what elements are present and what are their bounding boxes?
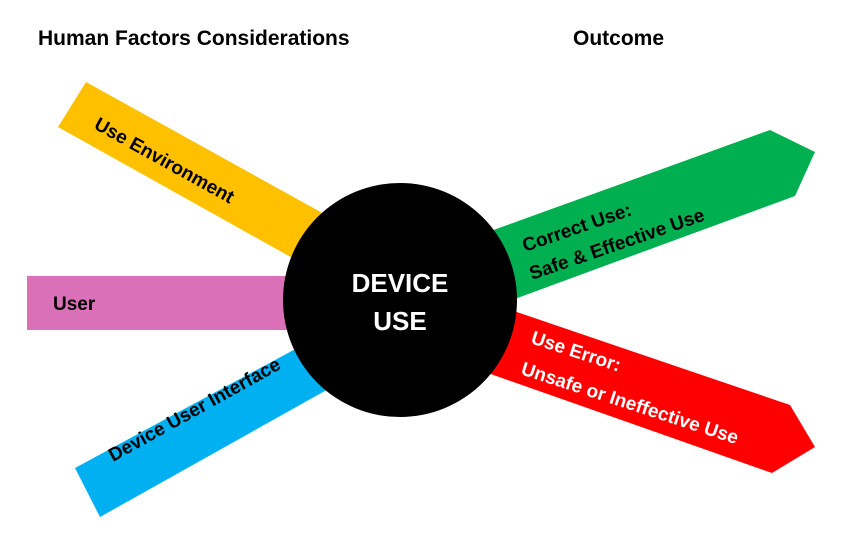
use-environment-band xyxy=(58,82,335,265)
use-error-arrow xyxy=(485,308,815,473)
device-user-interface-band xyxy=(75,333,348,517)
user-band xyxy=(27,276,307,330)
user-label: User xyxy=(53,294,96,315)
device-use-circle xyxy=(283,183,517,417)
correct-use-arrow xyxy=(488,130,815,300)
device-use-line2: USE xyxy=(373,306,426,336)
header-outcome: Outcome xyxy=(573,27,664,50)
device-use-line1: DEVICE xyxy=(352,268,449,298)
header-human-factors: Human Factors Considerations xyxy=(38,27,350,50)
